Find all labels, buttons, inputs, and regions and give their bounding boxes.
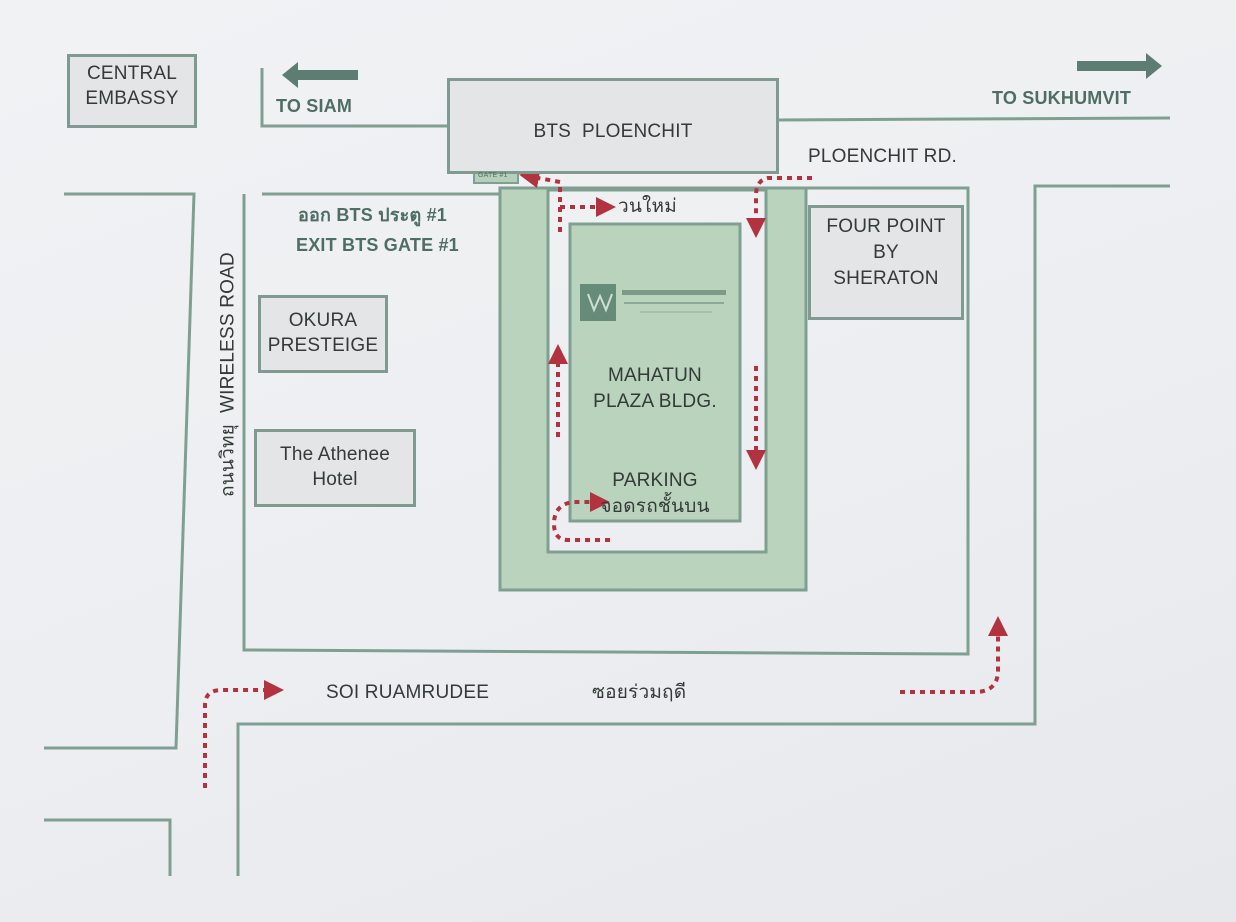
okura-line-1: OKURA xyxy=(288,310,358,331)
u-turn-label: วนใหม่ xyxy=(618,196,677,217)
route-arrow-soi-exit xyxy=(900,616,1008,694)
arrow-left-icon xyxy=(282,62,358,88)
mahatun-line-2: PLAZA BLDG. xyxy=(593,391,717,413)
exit-bts-english-label: EXIT BTS GATE #1 xyxy=(296,235,459,255)
central-embassy-line-1: CENTRAL xyxy=(86,63,178,84)
ploenchit-road-left-edge xyxy=(260,68,447,128)
athenee-line-1: The Athenee xyxy=(280,444,390,465)
wireless-road-west-edge xyxy=(44,192,196,750)
parking-label: PARKING จอดรถชั้นบน xyxy=(572,468,738,520)
direction-arrows xyxy=(282,53,1162,88)
parking-line-2: จอดรถชั้นบน xyxy=(600,496,710,518)
gate-sign-label: GATE #1 xyxy=(478,172,508,179)
mahatun-line-1: MAHATUN xyxy=(608,365,702,386)
four-point-line-3: SHERATON xyxy=(833,268,939,290)
exit-bts-thai-label: ออก BTS ประตู #1 xyxy=(298,205,447,225)
hotel-logo-text-mark xyxy=(622,290,726,295)
bts-station-label: BTS PLOENCHIT xyxy=(533,121,693,142)
route-arrows xyxy=(203,168,1008,788)
soi-south-edge xyxy=(236,184,1170,876)
route-arrow-from-ploenchit xyxy=(746,176,812,238)
parking-line-1: PARKING xyxy=(612,470,698,491)
route-arrow-to-gate xyxy=(519,168,562,232)
block-outline xyxy=(242,186,970,656)
mahatun-label: MAHATUN PLAZA BLDG. xyxy=(572,363,738,415)
route-arrow-soi-entry xyxy=(203,680,284,788)
wireless-road-label: ถนนวิทยุ WIRELESS ROAD xyxy=(217,252,239,498)
four-point-line-2: BY xyxy=(873,242,899,264)
corner-road-bottom-left xyxy=(44,818,172,876)
four-point-line-1: FOUR POINT xyxy=(826,216,946,237)
mahatun-compound xyxy=(498,186,808,592)
central-embassy-line-2: EMBASSY xyxy=(85,88,179,110)
ploenchit-road-right-edge xyxy=(777,116,1171,122)
soi-ruamrudee-thai-label: ซอยร่วมฤดี xyxy=(592,682,687,703)
bts-ploenchit-box: BTS PLOENCHIT xyxy=(447,78,779,174)
ploenchit-rd-label: PLOENCHIT RD. xyxy=(808,146,957,167)
soi-ruamrudee-english-label: SOI RUAMRUDEE xyxy=(326,682,490,703)
to-siam-label: TO SIAM xyxy=(276,96,353,116)
okura-box: OKURA PRESTEIGE xyxy=(258,295,388,373)
mahatun-building xyxy=(568,222,742,523)
okura-line-2: PRESTEIGE xyxy=(267,335,379,357)
four-point-box: FOUR POINT BY SHERATON xyxy=(808,205,964,320)
to-sukhumvit-label: TO SUKHUMVIT xyxy=(992,88,1132,108)
arrow-right-icon xyxy=(1077,53,1162,79)
road-lines xyxy=(44,68,1171,876)
central-embassy-box: CENTRAL EMBASSY xyxy=(67,54,197,128)
route-arrow-parking-entry xyxy=(551,492,610,542)
athenee-line-2: Hotel xyxy=(312,469,358,491)
athenee-box: The Athenee Hotel xyxy=(254,429,416,507)
